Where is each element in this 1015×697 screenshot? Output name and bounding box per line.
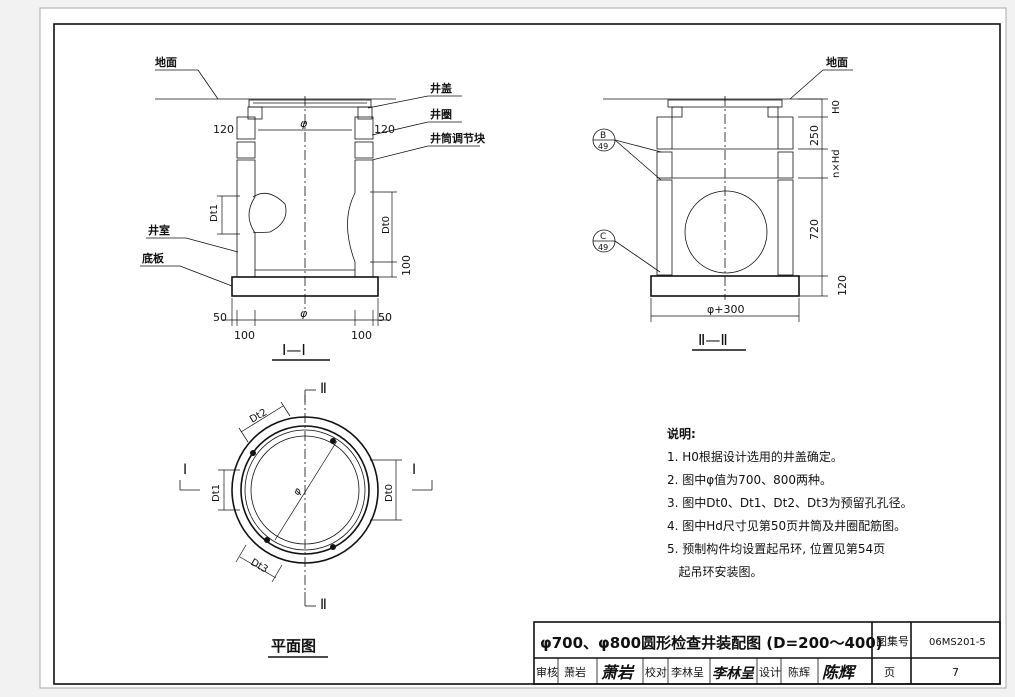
plan-dim-dt0: Dt0: [384, 484, 395, 502]
check-label: 校对: [645, 665, 667, 679]
s1-dim-120-left: 120: [213, 123, 234, 136]
s1-dim-120-right: 120: [374, 123, 395, 136]
s1-dim-dt1: Dt1: [209, 204, 220, 222]
s1-dim-50-right: 50: [378, 311, 392, 324]
reviewer-name: 萧岩: [564, 665, 586, 679]
s2-ref-b-page: 49: [598, 142, 608, 151]
s2-dim-120: 120: [836, 275, 849, 296]
section-ii-ii: 地面 B 49 C 49 H0 250 n×Hd 720 120 φ+300 Ⅱ…: [592, 55, 853, 351]
plan-mark-ii-bottom: Ⅱ: [320, 597, 327, 613]
note-3: 3. 图中Dt0、Dt1、Dt2、Dt3为预留孔孔径。: [667, 495, 913, 510]
s2-ref-b-letter: B: [600, 131, 606, 141]
plan-mark-i-right: Ⅰ: [412, 462, 416, 478]
s2-dim-h0: H0: [831, 100, 842, 114]
plan-dim-dt1: Dt1: [211, 484, 222, 502]
s1-dim-phi-bottom: φ: [300, 307, 308, 320]
checker-signature: 李林呈: [712, 665, 755, 682]
section-i-i: φ 地面 井盖 井圈 井筒调节块 井室 底板 120 120 Dt1 Dt0: [140, 55, 486, 361]
title-block: φ700、φ800圆形检查井装配图 (D=200～400) 图集号 06MS20…: [533, 621, 1001, 685]
atlas-label: 图集号: [876, 634, 909, 648]
s2-dim-720: 720: [808, 219, 821, 240]
s1-dim-dt0: Dt0: [381, 216, 392, 234]
s1-dim-50-left: 50: [213, 311, 227, 324]
note-1: 1. H0根据设计选用的井盖确定。: [667, 449, 843, 464]
design-label: 设计: [759, 666, 781, 679]
reviewer-signature: 萧岩: [601, 663, 635, 682]
s1-dim-100-left: 100: [234, 329, 255, 342]
s1-adjust-label: 井筒调节块: [430, 131, 486, 145]
page-label: 页: [884, 666, 895, 679]
s2-dim-250: 250: [808, 125, 821, 146]
s2-dim-width: φ+300: [707, 303, 744, 316]
s1-ring-label: 井圈: [430, 107, 452, 121]
drawing-frame: [53, 23, 1001, 685]
note-5-cont: 起吊环安装图。: [667, 564, 762, 579]
note-4: 4. 图中Hd尺寸见第50页井筒及井圈配筋图。: [667, 518, 906, 533]
s1-chamber-label: 井室: [148, 223, 170, 237]
atlas-number: 06MS201-5: [929, 637, 986, 648]
notes-heading: 说明:: [667, 426, 696, 441]
s2-dim-nhd: n×Hd: [831, 149, 842, 178]
s1-dim-100-right: 100: [351, 329, 372, 342]
designer-name: 陈辉: [788, 665, 810, 679]
plan-mark-i-left: Ⅰ: [183, 462, 187, 478]
s2-ref-c-letter: C: [600, 232, 606, 242]
drawing-title: φ700、φ800圆形检查井装配图 (D=200～400): [540, 634, 883, 652]
designer-signature: 陈辉: [822, 663, 857, 682]
s2-title: Ⅱ—Ⅱ: [698, 331, 728, 349]
review-label: 审核: [536, 665, 558, 679]
s1-title: I—I: [282, 341, 306, 359]
page-number: 7: [952, 666, 959, 679]
checker-name: 李林呈: [671, 665, 704, 679]
s1-ground-label: 地面: [155, 55, 177, 69]
s2-ground-label: 地面: [826, 55, 848, 69]
s1-base-label: 底板: [142, 251, 165, 265]
note-2: 2. 图中φ值为700、800两种。: [667, 472, 832, 487]
note-5: 5. 预制构件均设置起吊环, 位置见第54页: [667, 541, 885, 556]
s1-cover-label: 井盖: [430, 81, 452, 95]
plan-mark-ii-top: Ⅱ: [320, 381, 327, 397]
s2-ref-c-page: 49: [598, 243, 608, 252]
s1-phi-label: φ: [300, 117, 308, 130]
notes: 说明: 1. H0根据设计选用的井盖确定。 2. 图中φ值为700、800两种。…: [667, 426, 913, 579]
plan-title: 平面图: [271, 637, 316, 655]
s1-dim-100-v: 100: [400, 255, 413, 276]
plan-dim-phi: φ: [291, 486, 304, 498]
